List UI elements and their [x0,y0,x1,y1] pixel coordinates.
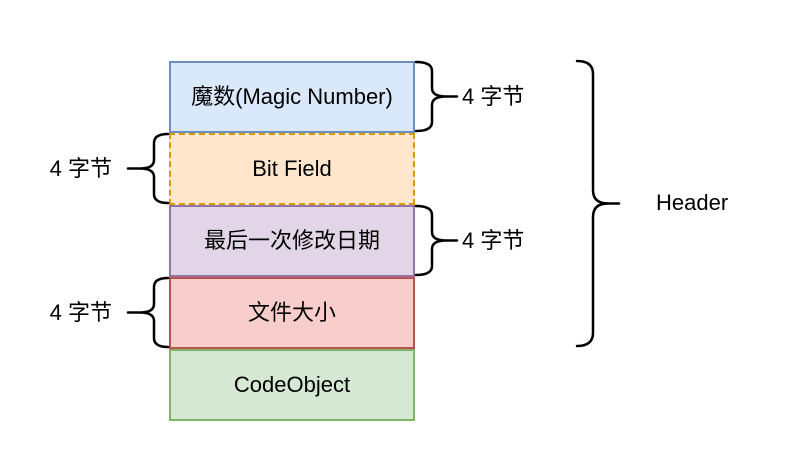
box-magic-number-label: 魔数(Magic Number) [191,84,393,109]
brace-magic-number-right [414,60,459,133]
brace-file-size-left [126,276,170,349]
box-file-size-label: 文件大小 [247,300,336,325]
brace-last-modified-right [414,204,459,277]
box-magic-number: 魔数(Magic Number) [169,61,415,133]
box-last-modified-date-label: 最后一次修改日期 [203,228,380,253]
size-label-bit-field: 4 字节 [49,156,112,181]
box-bit-field-label: Bit Field [252,156,332,181]
brace-bit-field-left [126,132,170,205]
box-code-object: CodeObject [169,349,415,421]
brace-header-right [575,59,621,348]
box-file-size: 文件大小 [169,277,415,349]
header-group-label: Header [656,190,729,215]
box-code-object-label: CodeObject [233,372,351,397]
size-label-file-size: 4 字节 [49,300,112,325]
box-last-modified-date: 最后一次修改日期 [169,205,415,277]
size-label-last-modified: 4 字节 [462,228,525,253]
box-bit-field: Bit Field [169,133,415,205]
size-label-magic-number: 4 字节 [462,84,525,109]
